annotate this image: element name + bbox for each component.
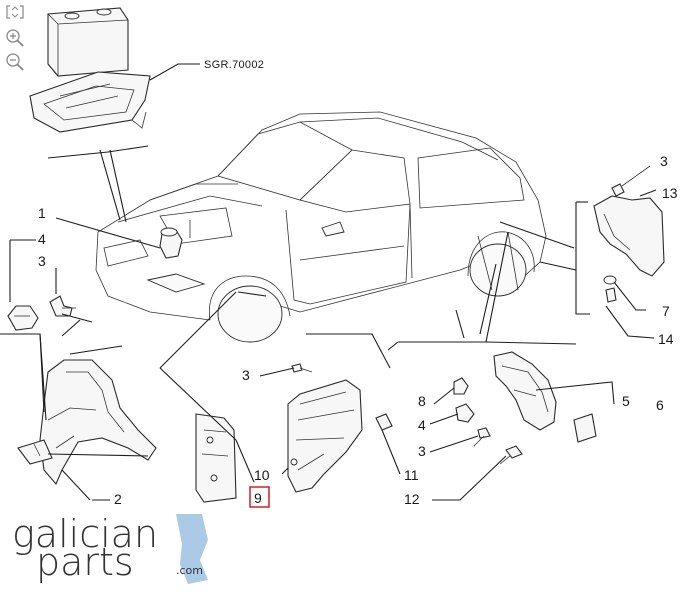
part-3-lower-illustration xyxy=(473,427,491,447)
part-3-center-illustration xyxy=(291,363,313,373)
part-14-illustration xyxy=(605,287,617,303)
callout-3-left: 3 xyxy=(38,253,46,269)
callout-3-lower: 3 xyxy=(418,443,426,459)
part-4-left-illustration xyxy=(7,239,39,331)
callout-9: 9 xyxy=(254,490,262,506)
callout-9-highlight: 9 xyxy=(249,486,270,508)
callout-7: 7 xyxy=(662,303,670,319)
part-5-6-illustration xyxy=(493,351,597,443)
callout-12: 12 xyxy=(404,491,420,507)
callout-8: 8 xyxy=(418,393,426,409)
battery-assembly-illustration: SGR.70002 xyxy=(29,7,264,133)
callout-13: 13 xyxy=(662,185,678,201)
reference-label: SGR.70002 xyxy=(204,59,264,71)
part-11-illustration xyxy=(375,413,393,431)
callout-6: 6 xyxy=(656,397,664,413)
zoom-in-icon[interactable] xyxy=(4,28,26,48)
callout-4-center: 4 xyxy=(418,417,426,433)
watermark-line-2: parts xyxy=(36,540,134,584)
car-body-illustration xyxy=(95,111,547,343)
leader-lines xyxy=(47,145,657,501)
part-12-illustration xyxy=(499,445,523,465)
callout-4-left: 4 xyxy=(38,231,46,247)
callout-14: 14 xyxy=(658,331,674,347)
callout-2: 2 xyxy=(114,491,122,507)
callout-11: 11 xyxy=(404,467,419,483)
part-2-illustration xyxy=(17,359,157,486)
callout-10: 10 xyxy=(254,467,270,483)
fullscreen-icon[interactable] xyxy=(4,2,26,22)
callout-3-rear: 3 xyxy=(660,153,668,169)
callout-1: 1 xyxy=(38,205,46,221)
part-10-illustration xyxy=(287,379,363,493)
part-9-illustration xyxy=(195,413,237,503)
part-8-illustration xyxy=(453,377,469,395)
part-13-illustration xyxy=(593,195,665,277)
part-3-left-illustration xyxy=(49,268,76,317)
zoom-out-icon[interactable] xyxy=(4,52,26,72)
watermark-logo: galician parts .com xyxy=(12,512,222,586)
logo-shape xyxy=(176,514,208,584)
callout-5: 5 xyxy=(622,393,630,409)
callout-labels: 1 4 3 2 3 10 9 11 12 8 4 3 5 6 3 13 7 14 xyxy=(38,153,678,508)
part-3-rear-illustration xyxy=(611,165,651,197)
part-4-center-illustration xyxy=(455,403,475,423)
part-7-illustration xyxy=(603,275,617,285)
callout-3-center: 3 xyxy=(242,367,250,383)
watermark-suffix: .com xyxy=(176,564,203,577)
part-1-illustration xyxy=(159,227,183,259)
watermark-line-1: galician xyxy=(12,512,159,556)
